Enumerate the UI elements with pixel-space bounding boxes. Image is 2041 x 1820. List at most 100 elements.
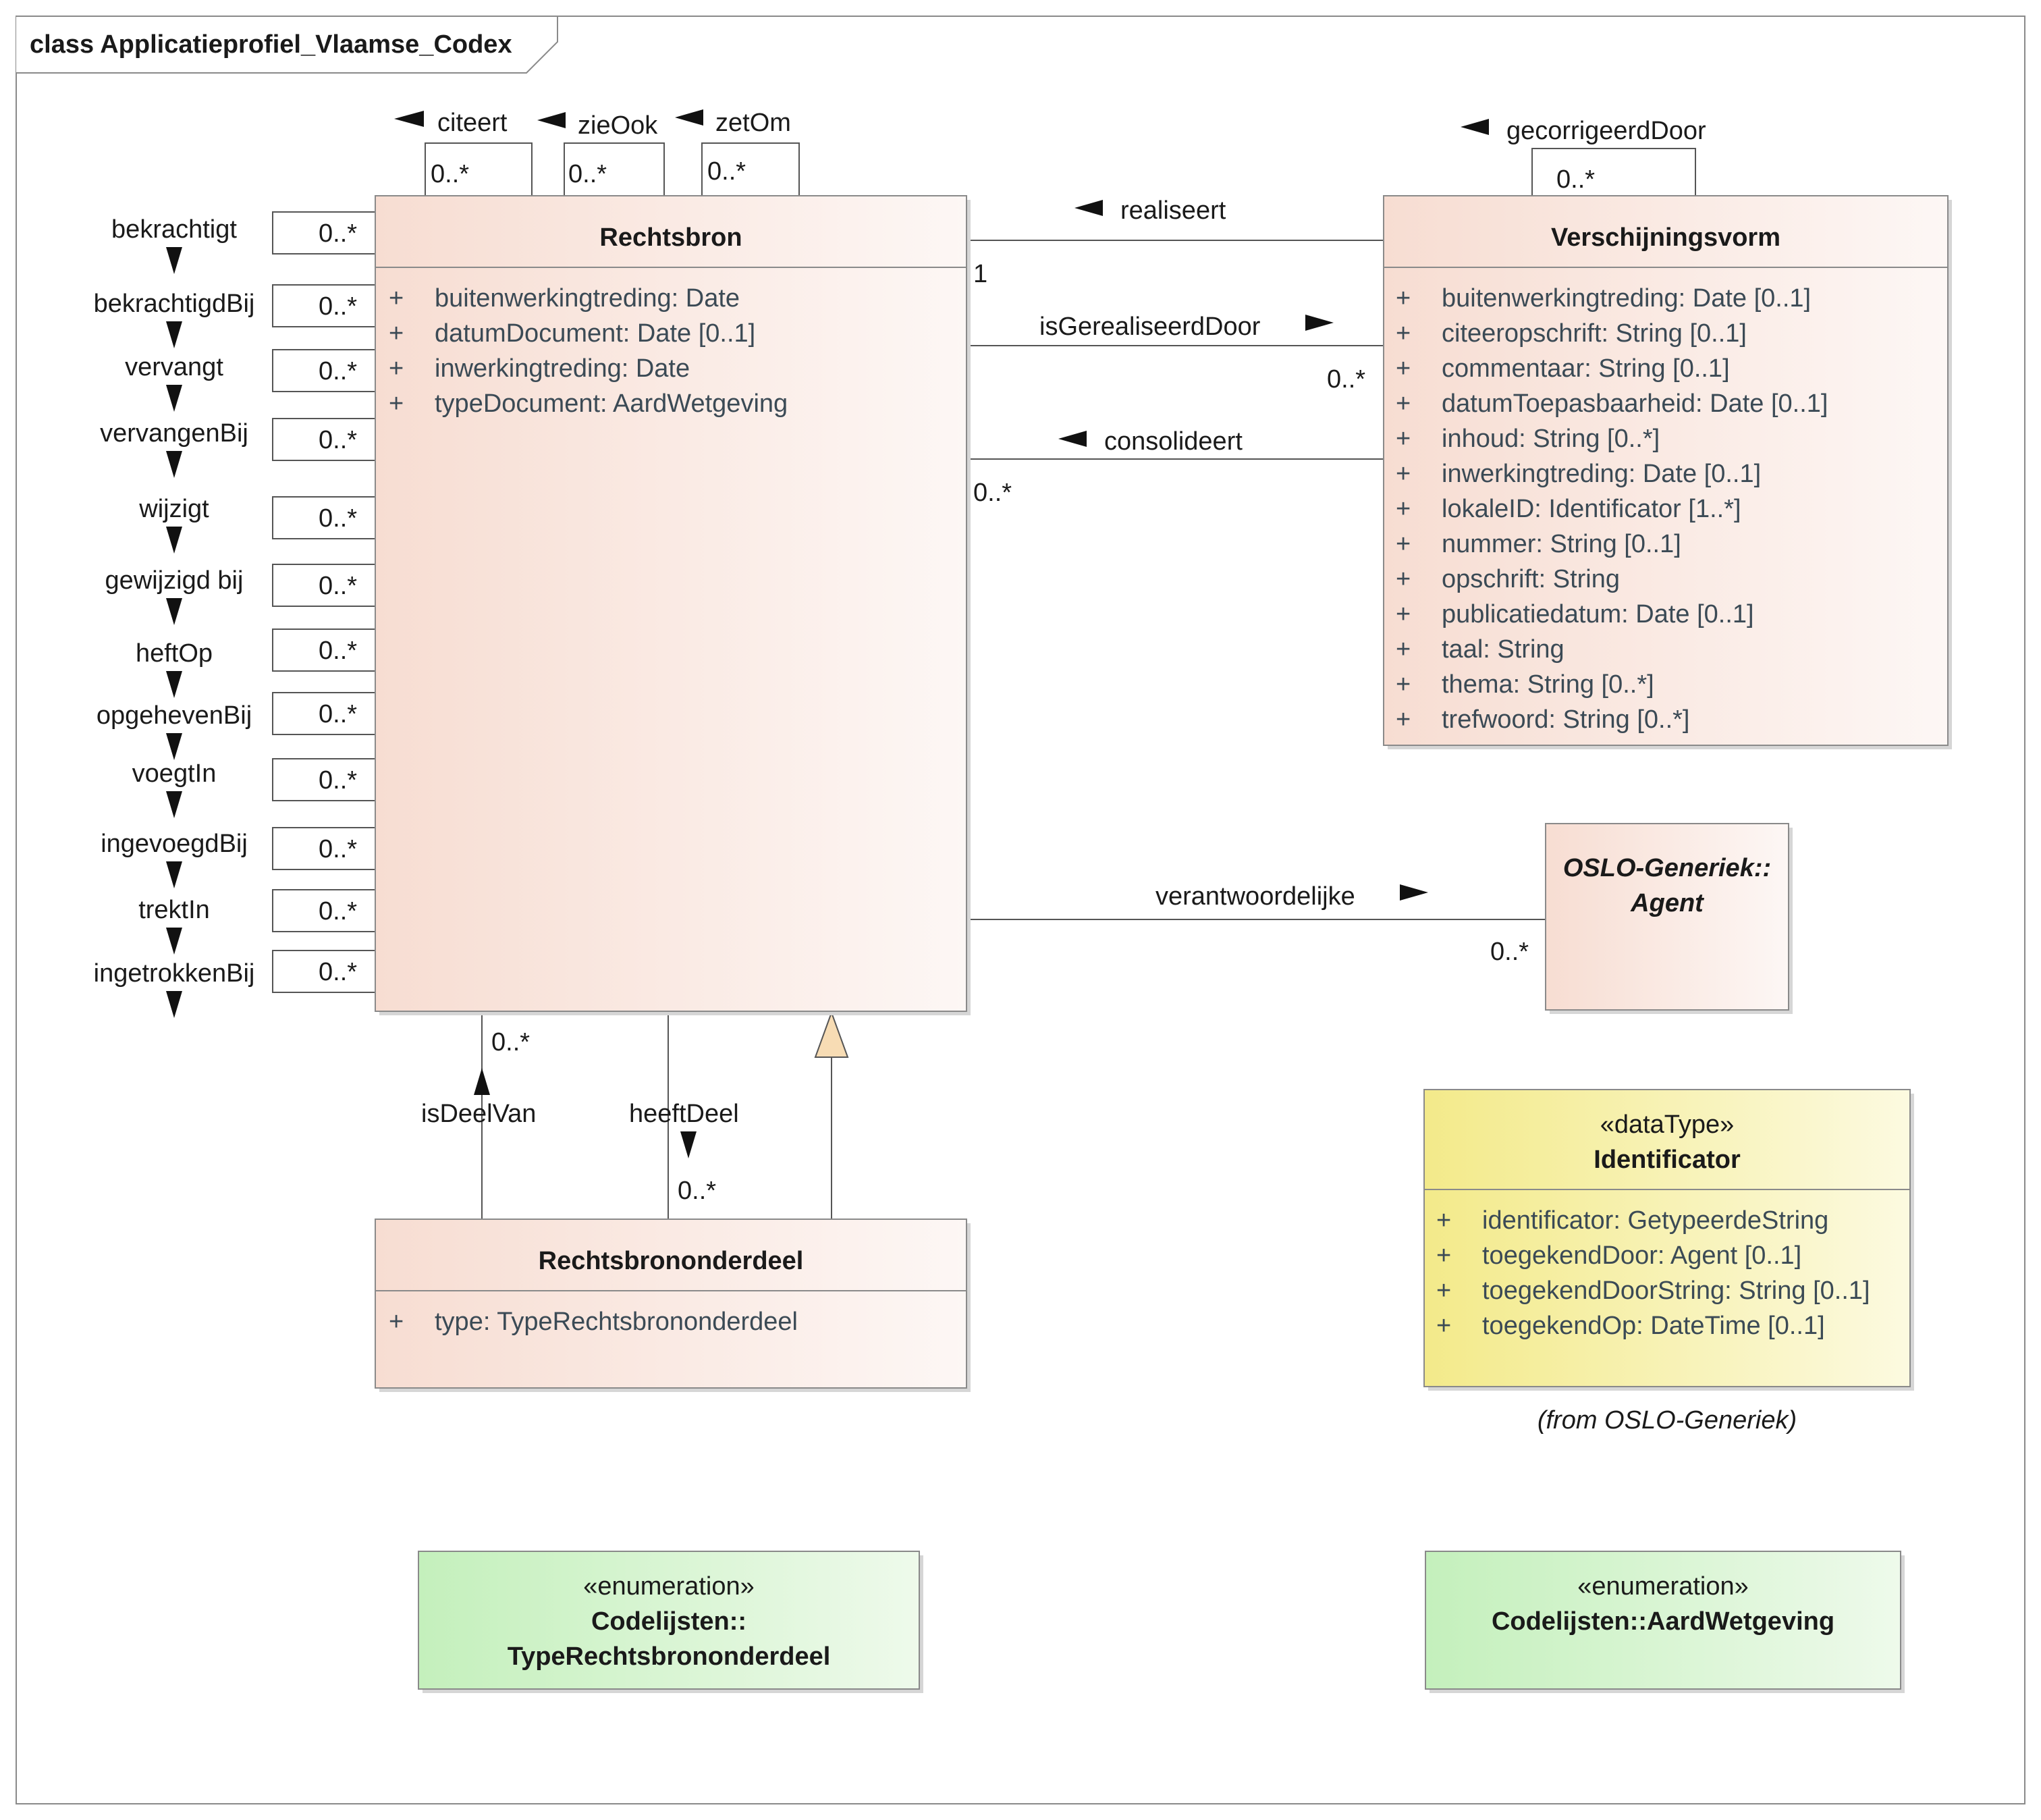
- self-assoc-loop: [272, 692, 375, 735]
- datatype-identificator[interactable]: «dataType» Identificator +identificator:…: [1423, 1089, 1914, 1391]
- self-assoc-loop: [272, 211, 375, 255]
- frame-title: class Applicatieprofiel_Vlaamse_Codex: [30, 30, 512, 59]
- visibility-marker: +: [1396, 530, 1411, 558]
- self-assoc-loop: [272, 284, 375, 327]
- class-attribute: inwerkingtreding: Date [0..1]: [1442, 460, 1761, 488]
- arrow-down-icon: [166, 598, 182, 625]
- self-assoc-label: vervangt: [125, 353, 223, 381]
- arrow-down-icon: [166, 451, 182, 478]
- class-attribute: thema: String [0..*]: [1442, 670, 1654, 699]
- assoc-label-gecorrigeerddoor: gecorrigeerdDoor: [1506, 117, 1706, 145]
- left-self-association-loops: [272, 211, 375, 993]
- class-attribute: buitenwerkingtreding: Date [0..1]: [1442, 284, 1811, 313]
- self-assoc-mult: 0..*: [319, 357, 357, 385]
- self-assoc-loop: [272, 950, 375, 993]
- mult-zetom: 0..*: [707, 157, 746, 186]
- assoc-label-zieook: zieOok: [578, 111, 658, 140]
- mult-heeftdeel: 0..*: [678, 1177, 716, 1205]
- arrow-left-icon: [394, 111, 424, 127]
- stereotype: «enumeration»: [583, 1572, 755, 1601]
- assoc-label-verantwoordelijke: verantwoordelijke: [1155, 882, 1355, 911]
- arrow-left-icon: [1074, 200, 1103, 216]
- class-agent[interactable]: OSLO-Generiek:: Agent: [1545, 823, 1793, 1014]
- self-assoc-mult: 0..*: [319, 958, 357, 986]
- self-assoc-loop: [272, 564, 375, 607]
- self-assoc-zieook-loop: [564, 142, 665, 196]
- class-verschijningsvorm[interactable]: Verschijningsvorm +buitenwerkingtreding:…: [1383, 195, 1952, 749]
- visibility-marker: +: [1436, 1312, 1451, 1340]
- self-assoc-gecorrigeerddoor-loop: [1531, 148, 1696, 196]
- mult-gecorrigeerddoor: 0..*: [1556, 165, 1595, 194]
- class-name: Rechtsbron: [599, 223, 742, 252]
- arrow-down-icon: [166, 733, 182, 760]
- class-rechtsbron[interactable]: Rechtsbron +buitenwerkingtreding: Date+d…: [375, 195, 971, 1015]
- visibility-marker: +: [389, 284, 404, 313]
- arrow-down-icon: [166, 385, 182, 412]
- arrow-left-icon: [675, 109, 703, 126]
- arrow-left-icon: [1461, 119, 1489, 135]
- arrow-down-icon: [166, 791, 182, 818]
- stereotype: «enumeration»: [1577, 1572, 1749, 1601]
- mult-zieook: 0..*: [568, 160, 607, 188]
- self-assoc-label: voegtIn: [132, 759, 217, 788]
- class-attribute: publicatiedatum: Date [0..1]: [1442, 600, 1754, 628]
- assoc-label-isdeelvan: isDeelVan: [421, 1100, 536, 1128]
- self-assoc-mult: 0..*: [319, 572, 357, 600]
- self-assoc-label: heftOp: [136, 639, 213, 668]
- self-assoc-loop: [272, 496, 375, 539]
- arrow-down-icon: [166, 321, 182, 348]
- self-assoc-mult: 0..*: [319, 700, 357, 728]
- arrow-down-icon: [680, 1131, 697, 1158]
- class-attribute: toegekendDoor: Agent [0..1]: [1482, 1241, 1801, 1270]
- class-attribute: type: TypeRechtsbrononderdeel: [435, 1308, 798, 1336]
- class-attribute: citeeropschrift: String [0..1]: [1442, 319, 1747, 348]
- class-name: Identificator: [1594, 1146, 1741, 1174]
- stereotype: «dataType»: [1600, 1110, 1735, 1139]
- association-labels: realiseert 1 isGerealiseerdDoor 0..* con…: [421, 196, 1529, 1205]
- assoc-label-isgerealiseerddoor: isGerealiseerdDoor: [1039, 313, 1261, 341]
- class-rechtsbrononderdeel[interactable]: Rechtsbrononderdeel +type: TypeRechtsbro…: [375, 1219, 971, 1392]
- visibility-marker: +: [1396, 495, 1411, 523]
- enum-typerechtsbrononderdeel[interactable]: «enumeration» Codelijsten:: TypeRechtsbr…: [418, 1551, 923, 1693]
- self-assoc-mult: 0..*: [319, 292, 357, 321]
- association-lines: [425, 142, 1696, 1219]
- enum-name: Codelijsten::AardWetgeving: [1492, 1607, 1834, 1636]
- class-attribute: inhoud: String [0..*]: [1442, 425, 1660, 453]
- class-attribute: trefwoord: String [0..*]: [1442, 705, 1690, 734]
- class-name-line2: Agent: [1630, 889, 1704, 917]
- arrow-up-icon: [474, 1068, 490, 1095]
- self-assoc-zetom-loop: [701, 142, 800, 196]
- visibility-marker: +: [1396, 670, 1411, 699]
- enum-aardwetgeving[interactable]: «enumeration» Codelijsten::AardWetgeving: [1425, 1551, 1905, 1693]
- self-assoc-label: opgehevenBij: [97, 701, 252, 730]
- left-self-association-labels: 0..*bekrachtigt0..*bekrachtigdBij0..*ver…: [94, 215, 357, 1018]
- class-attribute: typeDocument: AardWetgeving: [435, 390, 788, 418]
- generalization-arrowhead: [814, 1011, 849, 1058]
- mult-citeert: 0..*: [431, 160, 469, 188]
- self-assoc-loop: [272, 889, 375, 932]
- visibility-marker: +: [1396, 319, 1411, 348]
- self-assoc-label: gewijzigd bij: [105, 566, 244, 595]
- arrow-right-icon: [1305, 315, 1334, 331]
- visibility-marker: +: [1396, 460, 1411, 488]
- self-assoc-mult: 0..*: [319, 835, 357, 863]
- enum-name-line1: Codelijsten::: [591, 1607, 746, 1636]
- class-attribute: opschrift: String: [1442, 565, 1620, 593]
- class-attributes: +buitenwerkingtreding: Date+datumDocumen…: [389, 284, 788, 418]
- visibility-marker: +: [1396, 600, 1411, 628]
- class-attribute: nummer: String [0..1]: [1442, 530, 1681, 558]
- visibility-marker: +: [1396, 565, 1411, 593]
- visibility-marker: +: [1436, 1241, 1451, 1270]
- self-assoc-label: ingevoegdBij: [101, 830, 248, 858]
- assoc-label-consolideert: consolideert: [1104, 427, 1243, 456]
- self-assoc-label: trektIn: [138, 896, 210, 924]
- assoc-label-zetom: zetOm: [715, 109, 791, 137]
- class-attributes: +type: TypeRechtsbrononderdeel: [389, 1308, 798, 1336]
- visibility-marker: +: [389, 319, 404, 348]
- arrow-down-icon: [166, 527, 182, 554]
- class-attribute: datumToepasbaarheid: Date [0..1]: [1442, 390, 1828, 418]
- top-self-association-labels: citeert 0..* zieOok 0..* zetOm 0..* geco…: [394, 109, 1706, 194]
- class-attribute: buitenwerkingtreding: Date: [435, 284, 740, 313]
- class-name-line1: OSLO-Generiek::: [1563, 854, 1771, 882]
- self-assoc-loop: [272, 349, 375, 392]
